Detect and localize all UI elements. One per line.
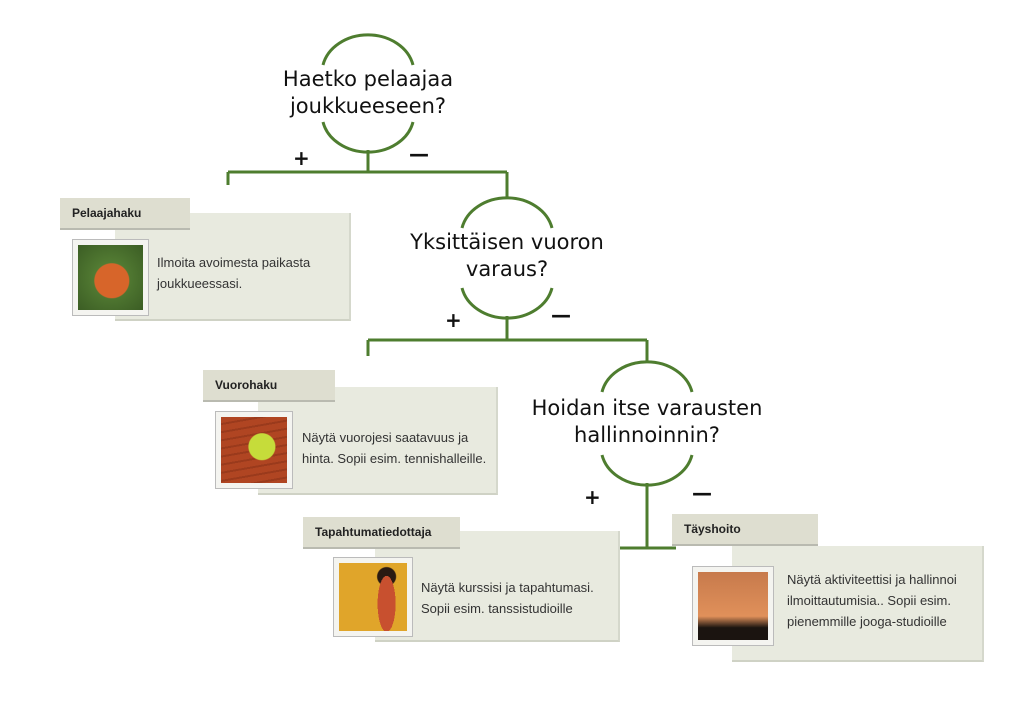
branch-q1: [226, 150, 509, 198]
arc-top-q1: [321, 33, 415, 66]
card-title-tapahtumatiedottaja: Tapahtumatiedottaja: [303, 517, 460, 547]
arc-top-q2: [460, 196, 554, 229]
card-text-vuorohaku: Näytä vuorojesi saatavuus ja hinta. Sopi…: [302, 430, 487, 466]
question-1: Haetko pelaajaa joukkueeseen?: [218, 66, 518, 120]
card-text-tapahtumatiedottaja: Näytä kurssisi ja tapahtumasi. Sopii esi…: [421, 580, 594, 616]
arc-bottom-q2: [460, 287, 554, 320]
branch-q2: [366, 316, 649, 362]
basketball-image: [72, 239, 149, 316]
card-tayshoito: [732, 546, 984, 662]
arc-bottom-q1: [321, 121, 415, 154]
question-3-line2: hallinnoinnin?: [574, 423, 720, 447]
plus-sign-q3: +: [584, 485, 601, 509]
arc-bottom-q3: [600, 454, 694, 487]
plus-sign-q1: +: [293, 146, 310, 170]
question-2-line1: Yksittäisen vuoron: [410, 230, 604, 254]
question-3-line1: Hoidan itse varausten: [531, 396, 763, 420]
branch-q3: [618, 483, 676, 550]
card-text-tayshoito: Näytä aktiviteettisi ja hallinnoi ilmoit…: [787, 572, 957, 629]
card-text-pelaajahaku: Ilmoita avoimesta paikasta joukkueessasi…: [157, 255, 311, 291]
card-title-pelaajahaku: Pelaajahaku: [60, 198, 190, 228]
minus-sign-q1: —: [409, 142, 429, 166]
yoga-image: [692, 566, 774, 646]
question-2: Yksittäisen vuoron varaus?: [357, 229, 657, 283]
question-1-line2: joukkueeseen?: [289, 94, 447, 118]
card-pelaajahaku: [115, 213, 351, 321]
arc-top-q3: [600, 360, 694, 393]
question-3: Hoidan itse varausten hallinnoinnin?: [497, 395, 797, 449]
question-1-line1: Haetko pelaajaa: [282, 67, 454, 91]
card-title-tayshoito: Täyshoito: [672, 514, 818, 544]
plus-sign-q2: +: [445, 308, 462, 332]
card-title-vuorohaku: Vuorohaku: [203, 370, 335, 400]
question-2-line2: varaus?: [465, 257, 549, 281]
minus-sign-q2: —: [551, 303, 571, 327]
minus-sign-q3: —: [692, 481, 712, 505]
dancer-image: [333, 557, 413, 637]
card-tapahtumatiedottaja: [375, 531, 620, 642]
tennis-ball-image: [215, 411, 293, 489]
card-vuorohaku: [258, 387, 498, 495]
